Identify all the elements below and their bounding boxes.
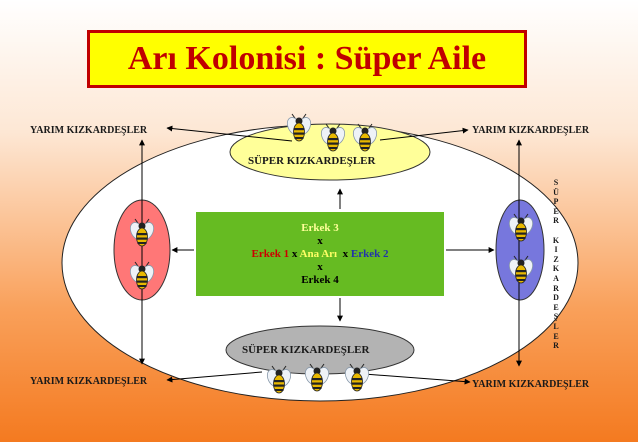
vertical-letter: D [553,293,559,303]
erkek-3: Erkek 3 [301,221,339,234]
erkek-4: Erkek 4 [301,273,339,286]
vertical-letter: Z [553,254,559,264]
erkek-2: Erkek 2 [350,247,389,260]
title-banner: Arı Kolonisi : Süper Aile [87,30,527,88]
vertical-letter: K [552,264,560,274]
arrow-top-right [379,127,469,141]
vertical-letter: I [554,245,558,255]
page-title: Arı Kolonisi : Süper Aile [127,40,487,77]
vertical-letter: A [553,273,559,283]
right-sister-ellipse [495,199,545,301]
vertical-letter: R [553,341,559,351]
vertical-letter: Ü [553,187,559,197]
vertical-letter [551,226,561,236]
mating-formula: Erkek 3 x Erkek 1 x Ana Arı x Erkek 2 x … [196,212,444,296]
vertical-letter: R [553,216,559,226]
ana-ari: Ana Arı [299,247,338,260]
x-left: x [291,247,298,260]
label-bottom-right: YARIM KIZKARDEŞLER [472,379,590,390]
label-super-top: SÜPER KIZKARDEŞLER [248,155,376,167]
vertical-letter: E [553,206,559,216]
x-top: x [317,234,323,247]
center-box [196,212,444,296]
arrow-bottom-right [363,373,471,385]
label-super-bottom: SÜPER KIZKARDEŞLER [242,344,370,356]
vertical-letter: E [553,302,559,312]
vertical-letter: L [553,321,559,331]
vertical-letter: Ş [553,312,559,322]
vertical-letter: P [553,197,559,207]
label-bottom-left: YARIM KIZKARDEŞLER [30,376,148,387]
label-top-left: YARIM KIZKARDEŞLER [30,125,148,136]
vertical-letter: S [553,178,559,187]
vertical-letter: R [553,283,559,293]
vertical-letter: K [552,235,560,245]
arrow-top-left [166,125,293,142]
x-bottom: x [317,260,323,273]
top-super-ellipse [229,123,431,181]
x-right: x [342,247,349,260]
erkek-1: Erkek 1 [251,247,290,260]
arrow-bottom-left [166,371,263,383]
label-top-right: YARIM KIZKARDEŞLER [472,125,590,136]
vertical-letter: E [553,331,559,341]
